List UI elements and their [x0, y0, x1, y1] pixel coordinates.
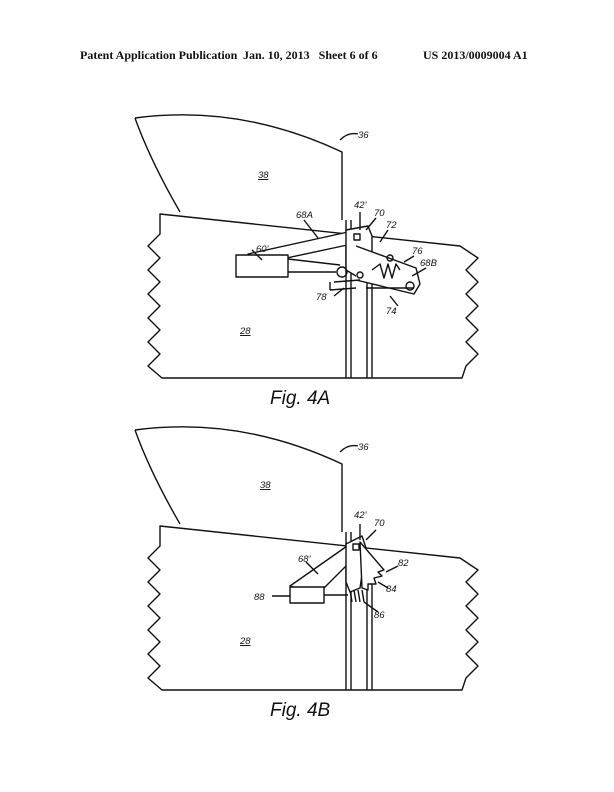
figure-4a-drawing: 36 38 28 42' 70 68A 60' 72 76 68B 78 74 … [134, 114, 479, 409]
label-70: 70 [374, 518, 385, 529]
label-74: 74 [386, 306, 397, 317]
wing-outline [134, 114, 343, 220]
label-76: 76 [412, 246, 423, 257]
label-28: 28 [239, 326, 251, 337]
label-68: 68' [298, 554, 312, 565]
label-68a: 68A [296, 210, 313, 221]
figure-4a: 36 38 28 42' 70 68A 60' 72 76 68B 78 74 … [0, 100, 614, 420]
publication-title: Patent Application Publication [80, 48, 238, 62]
label-78: 78 [316, 292, 327, 303]
label-82: 82 [398, 558, 409, 569]
label-42: 42' [354, 510, 368, 521]
label-38: 38 [258, 170, 269, 181]
label-42: 42' [354, 200, 368, 211]
caption-fig-4a: Fig. 4A [270, 388, 330, 409]
label-70: 70 [374, 208, 385, 219]
wing-leading-edge [134, 429, 181, 525]
label-72: 72 [386, 220, 397, 231]
wing-leading-edge [134, 117, 181, 213]
label-68b: 68B [420, 258, 438, 269]
label-60: 60' [256, 244, 270, 255]
figure-4b: 36 38 28 42' 70 68' 82 84 86 88 Fig. 4B [0, 412, 614, 732]
date-sheet: Jan. 10, 2013 Sheet 6 of 6 [243, 48, 378, 62]
fuselage-outline [147, 525, 479, 691]
wing-outline [134, 426, 343, 532]
label-38: 38 [260, 480, 271, 491]
label-84: 84 [386, 584, 397, 595]
page-header: Patent Application Publication Jan. 10, … [0, 48, 614, 68]
label-28: 28 [239, 636, 251, 647]
figure-4b-drawing: 36 38 28 42' 70 68' 82 84 86 88 Fig. 4B [134, 426, 479, 721]
fuselage-outline [147, 213, 479, 379]
label-36: 36 [358, 442, 369, 453]
patent-number: US 2013/0009004 A1 [423, 48, 528, 62]
label-86: 86 [374, 610, 385, 621]
label-88: 88 [254, 592, 265, 603]
label-36: 36 [358, 130, 369, 141]
caption-fig-4b: Fig. 4B [270, 700, 331, 721]
